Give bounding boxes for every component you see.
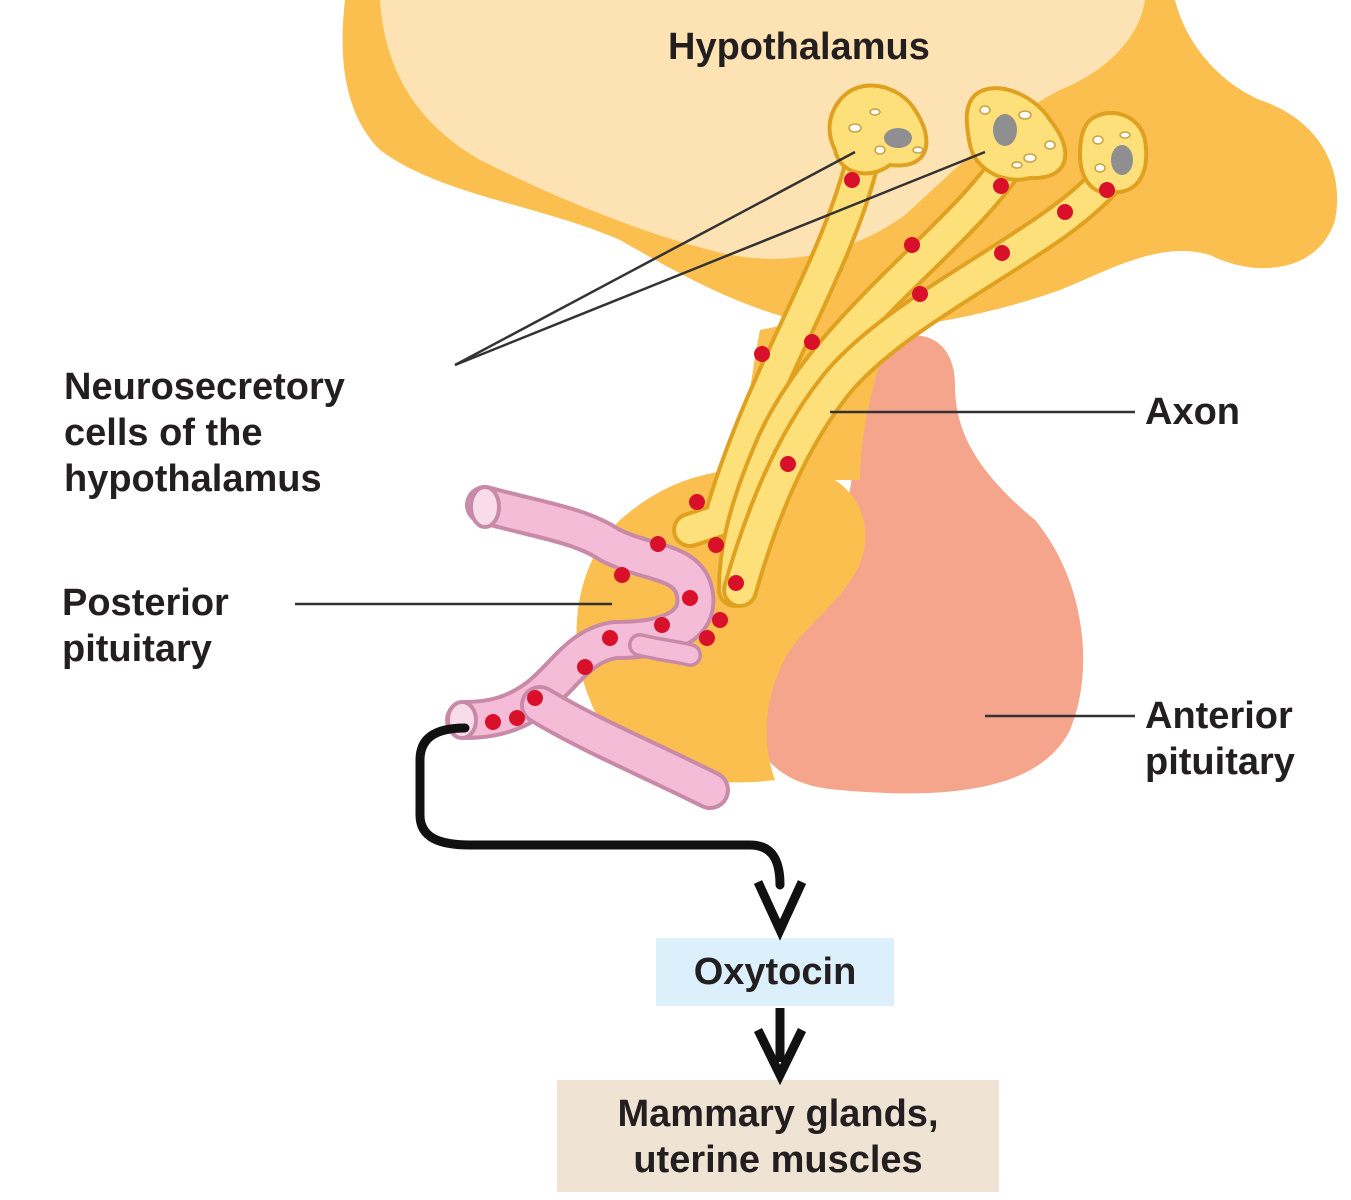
label-neurosecretory-line-2: cells of the — [64, 412, 263, 454]
label-target-line-1: Mammary glands, — [617, 1093, 939, 1135]
target-box-bg — [557, 1080, 999, 1192]
neuron-nucleus-1 — [884, 128, 912, 148]
label-posterior-pituitary: Posterior pituitary — [62, 580, 229, 672]
label-anterior-line-2: pituitary — [1145, 741, 1295, 783]
label-posterior-line-2: pituitary — [62, 628, 212, 670]
neuron-axons — [672, 142, 1128, 608]
label-neurosecretory-cells: Neurosecretory cells of the hypothalamus — [64, 364, 345, 502]
anterior-pituitary-lobe — [750, 335, 1084, 794]
vessel-opening-top — [469, 485, 501, 529]
neuron-nucleus-2 — [993, 114, 1017, 146]
leader-lines — [295, 150, 1135, 718]
label-target-tissues: Mammary glands, uterine muscles — [557, 1091, 999, 1183]
label-neurosecretory-line-3: hypothalamus — [64, 458, 322, 500]
label-neurosecretory-line-1: Neurosecretory — [64, 366, 345, 408]
label-hypothalamus: Hypothalamus — [668, 26, 930, 68]
oxytocin-granules — [485, 172, 1115, 730]
cell-body-vesicles — [848, 105, 1131, 173]
label-target-line-2: uterine muscles — [633, 1139, 923, 1181]
action-arrowhead — [753, 1028, 807, 1086]
label-axon: Axon — [1145, 391, 1240, 433]
release-arrow-line — [415, 723, 785, 890]
label-anterior-pituitary: Anterior pituitary — [1145, 693, 1295, 785]
label-oxytocin: Oxytocin — [693, 951, 857, 993]
leader-neurosecretory-1 — [454, 150, 856, 367]
neuron-nucleus-3 — [1111, 145, 1133, 175]
hypothalamus-inner-region — [380, 0, 1145, 259]
release-arrowhead — [753, 880, 807, 941]
label-anterior-line-1: Anterior — [1145, 695, 1293, 737]
leader-neurosecretory-2 — [454, 150, 986, 367]
label-posterior-line-1: Posterior — [62, 582, 229, 624]
oxytocin-box-bg — [656, 938, 894, 1006]
